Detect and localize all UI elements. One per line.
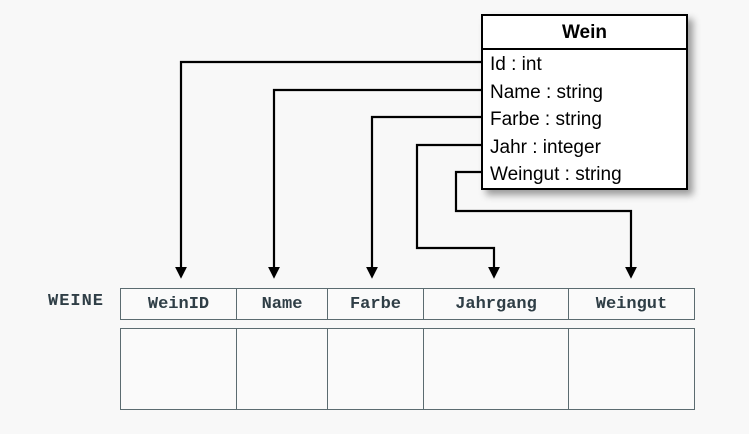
- table-cell-name[interactable]: [237, 328, 328, 410]
- connector-name-to-name: [268, 88, 483, 279]
- uml-attribute-list: Id : int Name : string Farbe : string Ja…: [483, 50, 686, 189]
- relation-table: WeinID Name Farbe Jahrgang Weingut: [120, 288, 695, 410]
- uml-attribute-jahr: Jahr : integer: [490, 136, 601, 158]
- table-header-row: WeinID Name Farbe Jahrgang Weingut: [120, 288, 695, 320]
- table-cell-weingut[interactable]: [569, 328, 695, 410]
- connector-weingut-to-weingut: [454, 170, 637, 279]
- table-row: [120, 328, 695, 410]
- table-cell-farbe[interactable]: [328, 328, 424, 410]
- table-cell-weinid[interactable]: [120, 328, 237, 410]
- column-header-jahrgang[interactable]: Jahrgang: [424, 288, 569, 320]
- connector-id-to-weinid: [175, 60, 483, 279]
- uml-class-box[interactable]: Wein Id : int Name : string Farbe : stri…: [481, 14, 688, 190]
- table-cell-jahrgang[interactable]: [424, 328, 569, 410]
- column-header-name[interactable]: Name: [237, 288, 328, 320]
- column-header-weingut[interactable]: Weingut: [569, 288, 695, 320]
- uml-attribute-weingut: Weingut : string: [490, 164, 622, 185]
- column-header-weinid[interactable]: WeinID: [120, 288, 237, 320]
- uml-class-title: Wein: [483, 16, 686, 50]
- relation-name-label: WEINE: [48, 292, 105, 311]
- connector-farbe-to-farbe: [366, 115, 483, 279]
- uml-attribute-farbe: Farbe : string: [490, 109, 602, 130]
- column-header-farbe[interactable]: Farbe: [328, 288, 424, 320]
- uml-attribute-id: Id : int: [490, 54, 542, 75]
- uml-attribute-name: Name : string: [490, 81, 603, 103]
- connector-jahr-to-jahrgang: [415, 143, 500, 279]
